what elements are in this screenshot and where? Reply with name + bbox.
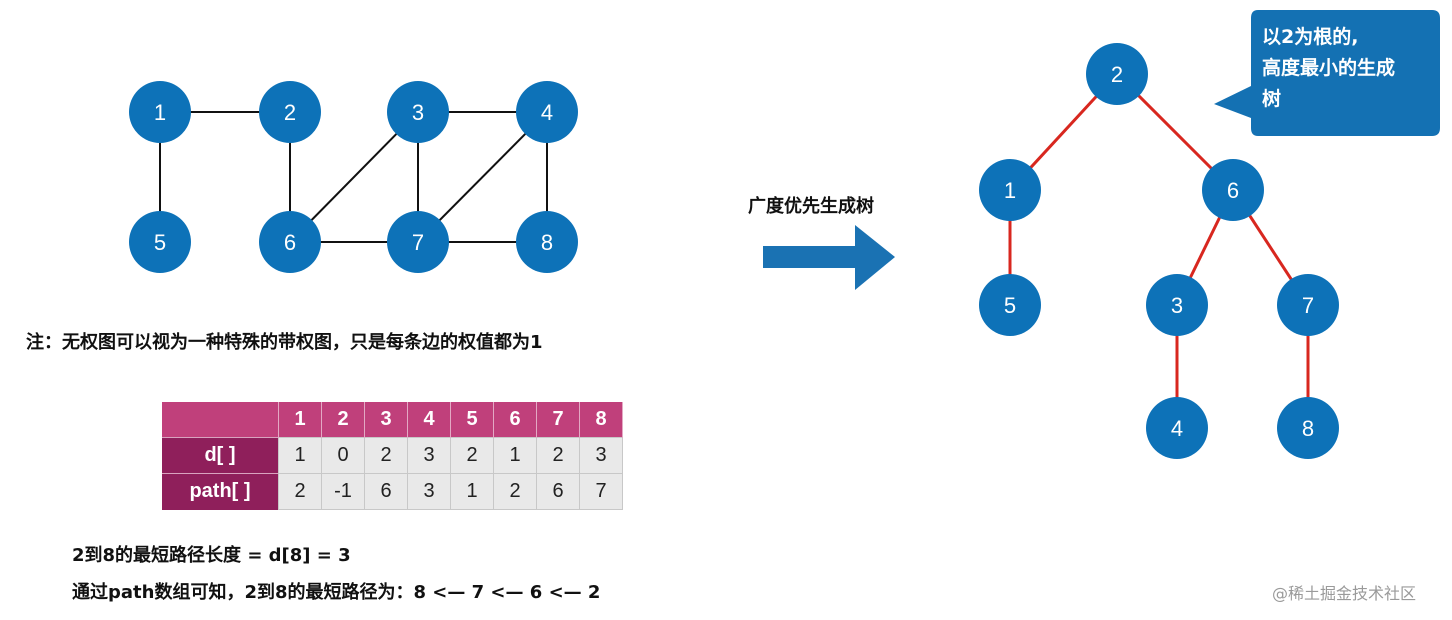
table-cell: 0 <box>321 437 365 474</box>
watermark: @稀土掘金技术社区 <box>1272 584 1417 603</box>
table-corner-cell <box>162 402 279 438</box>
table-cell: 3 <box>579 437 623 474</box>
tree-node-label-4: 4 <box>1171 416 1183 441</box>
table-cell: 6 <box>536 473 580 510</box>
graph-edges <box>159 111 548 243</box>
graph-node-2 <box>259 81 321 143</box>
table-cell: 6 <box>364 473 408 510</box>
tree-node-7 <box>1277 274 1339 336</box>
tree-nodes: 2 1 6 5 3 7 4 8 <box>979 43 1339 459</box>
graph-node-7 <box>387 211 449 273</box>
table-header-cell: 3 <box>364 402 408 438</box>
table-cell: 1 <box>278 437 322 474</box>
bfs-arrow <box>763 225 895 290</box>
table-header-cell: 7 <box>536 402 580 438</box>
graph-nodes: 1 2 3 4 5 6 7 8 <box>129 81 578 273</box>
table-header-cell: 6 <box>493 402 537 438</box>
graph-node-label-2: 2 <box>284 100 296 125</box>
tree-node-1 <box>979 159 1041 221</box>
shortest-path-text: 通过path数组可知，2到8的最短路径为：8 <— 7 <— 6 <— 2 <box>72 582 601 603</box>
table-cell: 2 <box>536 437 580 474</box>
tree-node-6 <box>1202 159 1264 221</box>
tree-node-8 <box>1277 397 1339 459</box>
table-cell: 2 <box>450 437 494 474</box>
tree-node-label-6: 6 <box>1227 178 1239 203</box>
graph-node-label-1: 1 <box>154 100 166 125</box>
table-cell: 7 <box>579 473 623 510</box>
table-cell: 3 <box>407 437 451 474</box>
tree-node-label-8: 8 <box>1302 416 1314 441</box>
graph-node-1 <box>129 81 191 143</box>
tree-node-5 <box>979 274 1041 336</box>
table-row-d: d[ ] 1 0 2 3 2 1 2 3 <box>162 437 623 474</box>
table-header-cell: 4 <box>407 402 451 438</box>
shortest-length-text: 2到8的最短路径长度 = d[8] = 3 <box>72 545 351 566</box>
tree-node-2 <box>1086 43 1148 105</box>
graph-node-label-7: 7 <box>412 230 424 255</box>
tree-node-label-5: 5 <box>1004 293 1016 318</box>
graph-node-6 <box>259 211 321 273</box>
graph-node-label-8: 8 <box>541 230 553 255</box>
row-label-path: path[ ] <box>162 473 279 510</box>
table-header-cell: 5 <box>450 402 494 438</box>
arrow-label: 广度优先生成树 <box>748 196 874 217</box>
table-cell: 2 <box>278 473 322 510</box>
callout-bubble <box>1214 10 1440 136</box>
graph-node-label-5: 5 <box>154 230 166 255</box>
graph-node-4 <box>516 81 578 143</box>
table-cell: 2 <box>493 473 537 510</box>
tree-node-label-3: 3 <box>1171 293 1183 318</box>
table-cell: 2 <box>364 437 408 474</box>
tree-node-label-2: 2 <box>1111 62 1123 87</box>
tree-node-3 <box>1146 274 1208 336</box>
table-cell: 1 <box>493 437 537 474</box>
row-label-d: d[ ] <box>162 437 279 474</box>
table-header-cell: 2 <box>321 402 365 438</box>
graph-node-label-6: 6 <box>284 230 296 255</box>
table-header-row: 1 2 3 4 5 6 7 8 <box>162 402 623 438</box>
graph-node-5 <box>129 211 191 273</box>
graph-node-3 <box>387 81 449 143</box>
table-row-path: path[ ] 2 -1 6 3 1 2 6 7 <box>162 473 623 510</box>
graph-node-label-4: 4 <box>541 100 553 125</box>
table-cell: 3 <box>407 473 451 510</box>
table-header-cell: 1 <box>278 402 322 438</box>
distance-table: 1 2 3 4 5 6 7 8 d[ ] 1 0 2 3 2 1 2 3 pat… <box>162 402 623 510</box>
note-text: 注：无权图可以视为一种特殊的带权图，只是每条边的权值都为1 <box>26 332 543 353</box>
tree-node-4 <box>1146 397 1208 459</box>
table-cell: 1 <box>450 473 494 510</box>
graph-node-8 <box>516 211 578 273</box>
table-header-cell: 8 <box>579 402 623 438</box>
tree-node-label-7: 7 <box>1302 293 1314 318</box>
graph-node-label-3: 3 <box>412 100 424 125</box>
table-cell: -1 <box>321 473 365 510</box>
tree-node-label-1: 1 <box>1004 178 1016 203</box>
callout-text: 以2为根的, 高度最小的生成 树 <box>1262 26 1396 110</box>
